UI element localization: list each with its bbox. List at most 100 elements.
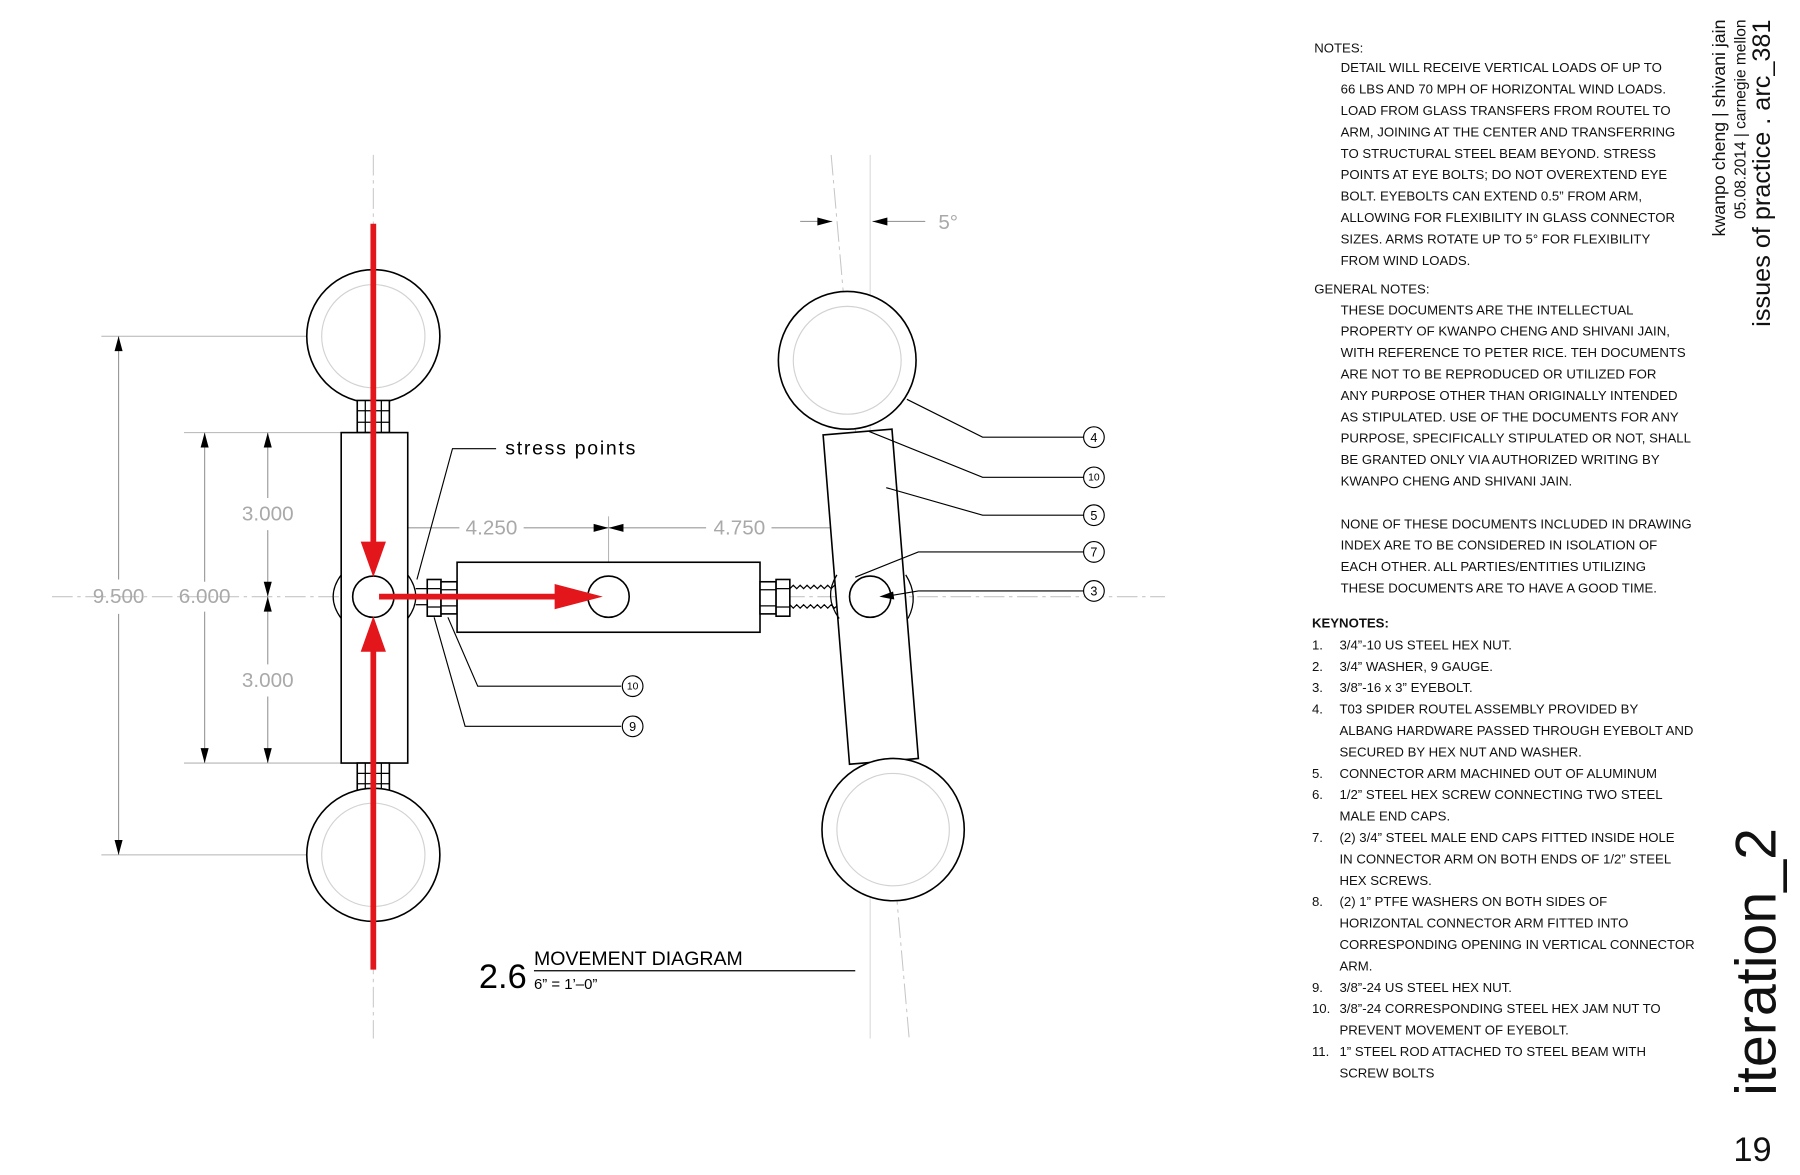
notes-line: ARM, JOINING AT THE CENTER AND TRANSFERR… bbox=[1341, 124, 1676, 139]
callout: 10 bbox=[868, 430, 1105, 489]
dimension-arrowhead bbox=[114, 336, 123, 352]
callout-number: 7 bbox=[1090, 546, 1097, 560]
routel-inner-ring bbox=[792, 305, 902, 415]
dimension-arrowhead bbox=[200, 748, 209, 764]
keynote-item: 7.(2) 3/4” STEEL MALE END CAPS FITTED IN… bbox=[1312, 830, 1675, 888]
dimension-lower-half: 3.000 bbox=[242, 596, 294, 764]
callout-leader bbox=[868, 430, 1084, 478]
keynote-line: 1” STEEL ROD ATTACHED TO STEEL BEAM WITH bbox=[1339, 1044, 1646, 1059]
force-arrows bbox=[360, 223, 603, 970]
callout-leader bbox=[447, 617, 622, 687]
keynote-item: 5.CONNECTOR ARM MACHINED OUT OF ALUMINUM bbox=[1312, 766, 1657, 781]
callout-leader bbox=[855, 551, 1084, 578]
drawing-scale: 6” = 1’–0” bbox=[534, 977, 597, 993]
keynote-item: 3.3/8”-16 x 3” EYEBOLT. bbox=[1312, 680, 1473, 695]
keynote-item: 1.3/4”-10 US STEEL HEX NUT. bbox=[1312, 637, 1512, 652]
dimension-arrowhead bbox=[263, 581, 272, 597]
keynote-number: 8. bbox=[1312, 894, 1323, 909]
page-number: 19 bbox=[1733, 1131, 1771, 1169]
general-notes-line: PURPOSE, SPECIFICALLY STIPULATED OR NOT,… bbox=[1341, 431, 1691, 446]
dimension-arrowhead bbox=[872, 217, 888, 226]
keynotes-heading: KEYNOTES: bbox=[1312, 616, 1389, 631]
keynote-number: 10. bbox=[1312, 1001, 1330, 1016]
keynote-number: 6. bbox=[1312, 787, 1323, 802]
keynote-line: 1/2” STEEL HEX SCREW CONNECTING TWO STEE… bbox=[1339, 787, 1662, 802]
left-washer-arc bbox=[829, 574, 840, 619]
keynotes-section: KEYNOTES: 1.3/4”-10 US STEEL HEX NUT.2.3… bbox=[1312, 616, 1695, 1081]
notes-line: FROM WIND LOADS. bbox=[1341, 253, 1471, 268]
dimension-upper-half: 3.000 bbox=[242, 432, 294, 597]
general-notes-line: THESE DOCUMENTS ARE THE INTELLECTUAL bbox=[1341, 302, 1634, 317]
jam-nut-body bbox=[759, 580, 777, 615]
callout-leader bbox=[433, 617, 622, 727]
callout-leader bbox=[890, 590, 1084, 597]
dimension-arrowhead bbox=[114, 839, 123, 855]
date-and-school: 05.08.2014 | carnegie mellon bbox=[1733, 20, 1750, 219]
right-hex-nut bbox=[775, 578, 791, 617]
general-notes-line: WITH REFERENCE TO PETER RICE. TEH DOCUME… bbox=[1341, 345, 1686, 360]
keynote-line: T03 SPIDER ROUTEL ASSEMBLY PROVIDED BY bbox=[1339, 702, 1638, 717]
keynote-number: 5. bbox=[1312, 766, 1323, 781]
general-notes-line: ANY PURPOSE OTHER THAN ORIGINALLY INTEND… bbox=[1341, 388, 1678, 403]
thread-bottom bbox=[789, 603, 839, 610]
dimension-label: 6.000 bbox=[179, 585, 231, 608]
callout-circle bbox=[1083, 504, 1105, 527]
callout: 9 bbox=[433, 617, 644, 738]
callout-circle bbox=[621, 675, 644, 698]
keynote-line: 3/4” WASHER, 9 GAUGE. bbox=[1339, 659, 1492, 674]
right-jam-nut bbox=[759, 580, 777, 615]
threaded-rod bbox=[789, 584, 839, 610]
callout-number: 5 bbox=[1090, 509, 1097, 523]
dimension-arrowhead bbox=[263, 432, 272, 448]
callout-number: 4 bbox=[1090, 431, 1097, 445]
stress-points-annotation: stress points bbox=[416, 438, 637, 580]
callouts: 4 10 5 7 3 10 bbox=[433, 398, 1105, 738]
callout: 3 bbox=[879, 580, 1105, 602]
keynote-line: PREVENT MOVEMENT OF EYEBOLT. bbox=[1339, 1023, 1568, 1038]
notes-line: BOLT. EYEBOLTS CAN EXTEND 0.5” FROM ARM, bbox=[1341, 189, 1642, 204]
bottom-right-glass-routel bbox=[821, 757, 966, 902]
keynote-item: 11. 1” STEEL ROD ATTACHED TO STEEL BEAM W… bbox=[1312, 1044, 1646, 1080]
notes-heading: NOTES: bbox=[1314, 41, 1363, 56]
notes-line: DETAIL WILL RECEIVE VERTICAL LOADS OF UP… bbox=[1341, 60, 1662, 75]
authors: kwanpo cheng | shivani jain bbox=[1709, 20, 1729, 237]
general-notes-body: THESE DOCUMENTS ARE THE INTELLECTUALPROP… bbox=[1341, 302, 1692, 595]
keynote-line: ARM. bbox=[1339, 958, 1372, 973]
drawing-title: 2.6 MOVEMENT DIAGRAM 6” = 1’–0” bbox=[479, 948, 856, 996]
keynote-number: 4. bbox=[1312, 702, 1323, 717]
right-washer-arc bbox=[905, 574, 914, 619]
callout-leader bbox=[906, 398, 1084, 438]
dimension-arrowhead bbox=[817, 217, 833, 226]
notes-line: LOAD FROM GLASS TRANSFERS FROM ROUTEL TO bbox=[1341, 103, 1671, 118]
dimension-overall: 9.500 bbox=[93, 336, 144, 855]
keynote-number: 1. bbox=[1312, 637, 1323, 652]
general-notes-line: BE GRANTED ONLY VIA AUTHORIZED WRITING B… bbox=[1341, 452, 1660, 467]
keynote-line: (2) 1” PTFE WASHERS ON BOTH SIDES OF bbox=[1339, 894, 1607, 909]
dimension-label: 4.750 bbox=[714, 516, 766, 539]
title-block: kwanpo cheng | shivani jain 05.08.2014 |… bbox=[1709, 20, 1788, 1170]
callout-circle bbox=[1083, 466, 1105, 489]
callout-number: 10 bbox=[627, 681, 639, 692]
keynote-number: 9. bbox=[1312, 980, 1323, 995]
callout-leader bbox=[886, 487, 1084, 516]
keynote-line: HEX SCREWS. bbox=[1339, 873, 1431, 888]
general-notes-line: AS STIPULATED. USE OF THE DOCUMENTS FOR … bbox=[1341, 409, 1679, 424]
routel-disc bbox=[821, 757, 966, 902]
notes-section: NOTES: DETAIL WILL RECEIVE VERTICAL LOAD… bbox=[1314, 41, 1675, 268]
keynote-number: 3. bbox=[1312, 680, 1323, 695]
keynote-line: 3/8”-24 CORRESPONDING STEEL HEX JAM NUT … bbox=[1339, 1001, 1660, 1016]
dimension-arrowhead bbox=[263, 596, 272, 612]
dimension-label: 4.250 bbox=[466, 516, 518, 539]
keynote-number: 11. bbox=[1312, 1044, 1329, 1059]
keynote-line: SECURED BY HEX NUT AND WASHER. bbox=[1339, 744, 1581, 759]
general-notes-heading: GENERAL NOTES: bbox=[1314, 282, 1429, 297]
course-title: issues of practice . arc_381 bbox=[1748, 20, 1776, 327]
routel-inner-ring bbox=[836, 772, 950, 887]
rotation-label: 5° bbox=[938, 211, 958, 234]
stress-points-label: stress points bbox=[505, 438, 637, 460]
callout-number: 9 bbox=[629, 720, 636, 734]
keynote-item: 4. T03 SPIDER ROUTEL ASSEMBLY PROVIDED BY… bbox=[1312, 702, 1693, 760]
right-assembly bbox=[777, 290, 966, 902]
routel-disc bbox=[777, 290, 917, 430]
